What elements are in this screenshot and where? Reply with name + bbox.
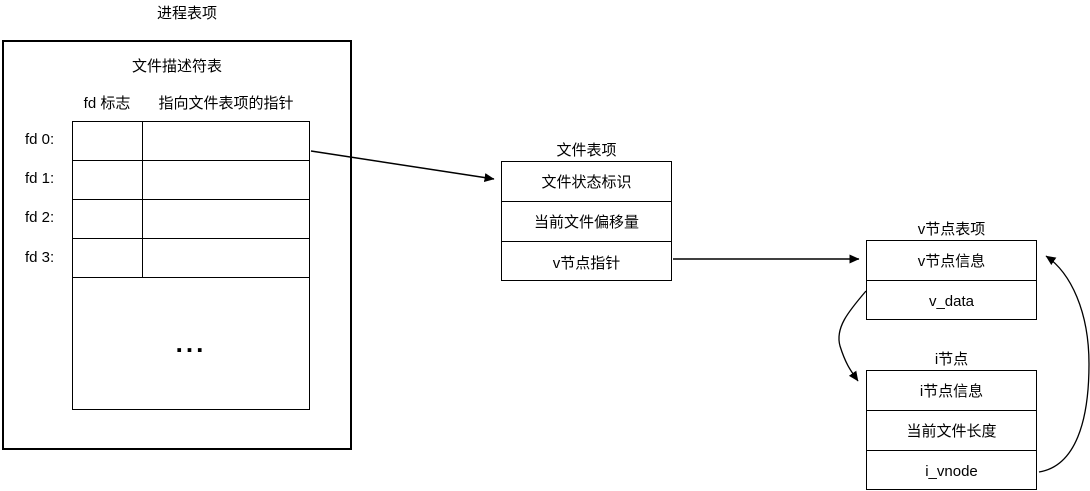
fd-table-ellipsis: ... xyxy=(175,328,207,358)
vnode-table-row-vdata: v_data xyxy=(928,292,975,310)
inode-table-row-length: 当前文件长度 xyxy=(867,411,1036,451)
file-descriptor-table: ... xyxy=(72,121,310,410)
fd1-pointer-cell xyxy=(143,161,309,199)
fd3-label: fd 3: xyxy=(25,249,55,266)
process-table-title: 进程表项 xyxy=(156,5,217,22)
arrow-vdata-to-inode xyxy=(838,290,867,382)
file-table-row-vnode-pointer: v节点指针 xyxy=(552,254,621,272)
fd2-label: fd 2: xyxy=(25,209,55,226)
arrow-ivnode-to-vnode-info xyxy=(1038,255,1090,473)
fd1-label: fd 1: xyxy=(25,170,55,187)
inode-table-title: i节点 xyxy=(934,351,969,368)
fd1-flag-cell xyxy=(73,161,143,199)
fd3-pointer-cell xyxy=(143,239,309,277)
inode-table-row-info: i节点信息 xyxy=(867,371,1036,411)
fd-row-2 xyxy=(73,200,309,239)
inode-table: i节点信息 当前文件长度 i_vnode xyxy=(866,370,1037,490)
fd-row-3 xyxy=(73,239,309,278)
fd-row-1 xyxy=(73,161,309,200)
column-header-file-pointer: 指向文件表项的指针 xyxy=(158,95,294,112)
file-table-row-status: 文件状态标识 xyxy=(502,162,671,202)
fd3-flag-cell xyxy=(73,239,143,277)
fd2-flag-cell xyxy=(73,200,143,238)
file-table: 文件状态标识 当前文件偏移量 v节点指针 xyxy=(501,161,672,281)
vnode-table: v节点信息 v_data xyxy=(866,240,1037,320)
fd0-label: fd 0: xyxy=(25,131,55,148)
fd0-pointer-cell xyxy=(143,122,309,160)
vnode-table-title: v节点表项 xyxy=(917,221,986,238)
file-descriptor-table-title: 文件描述符表 xyxy=(131,58,222,75)
fd0-flag-cell xyxy=(73,122,143,160)
file-table-row-offset: 当前文件偏移量 xyxy=(502,202,671,242)
inode-table-row-ivnode: i_vnode xyxy=(925,462,978,480)
fd2-pointer-cell xyxy=(143,200,309,238)
process-table-box xyxy=(2,40,352,450)
fd-row-0 xyxy=(73,122,309,161)
file-table-title: 文件表项 xyxy=(556,142,617,159)
vnode-table-row-info: v节点信息 xyxy=(867,241,1036,281)
column-header-fd-flags: fd 标志 xyxy=(83,95,131,112)
